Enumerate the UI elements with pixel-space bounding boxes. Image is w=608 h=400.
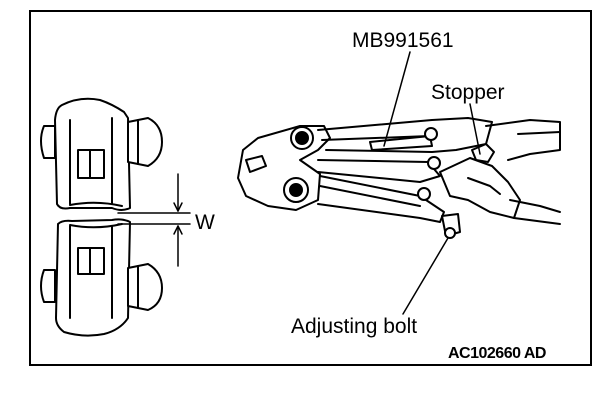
leader-stopper xyxy=(469,103,481,155)
leader-adjusting-bolt xyxy=(402,237,449,315)
stopper-part xyxy=(471,143,495,163)
stopper-label: Stopper xyxy=(431,81,505,104)
upper-jaw xyxy=(54,97,131,211)
upper-handle xyxy=(485,119,561,161)
figure-reference-code: AC102660 AD xyxy=(448,345,546,362)
adjusting-bolt-label: Adjusting bolt xyxy=(291,315,418,338)
jaw-closeup xyxy=(40,97,191,337)
gap-dimension-label: W xyxy=(195,211,215,234)
lower-handle xyxy=(509,199,561,213)
leader-tool-id xyxy=(383,51,411,147)
lower-jaw-bolt xyxy=(127,263,163,311)
lower-jaw xyxy=(55,218,131,337)
gap-dimension-w xyxy=(117,173,191,267)
special-tool-mb991561 xyxy=(237,117,561,239)
tool-part-number-label: MB991561 xyxy=(352,29,454,52)
upper-jaw-bolt xyxy=(127,117,163,167)
